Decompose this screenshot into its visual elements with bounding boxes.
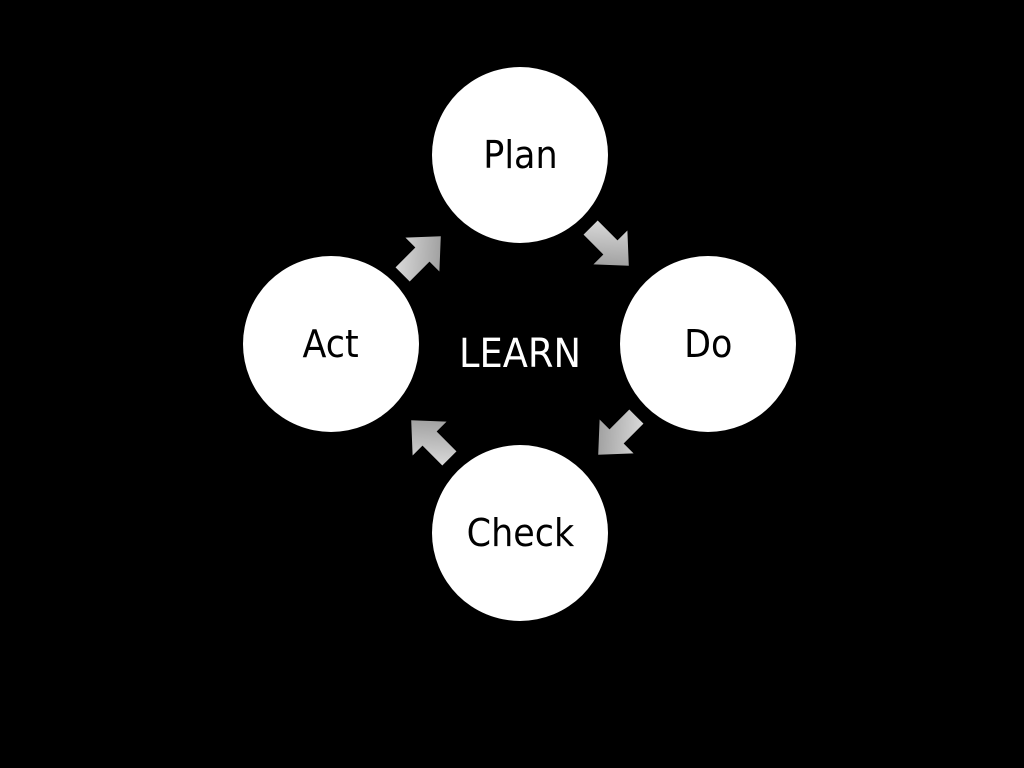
node-check: Check [432, 445, 608, 621]
node-check-label: Check [466, 511, 574, 555]
node-plan: Plan [432, 67, 608, 243]
arrow-plan-to-do-icon [577, 214, 641, 278]
arrow-act-to-plan-icon [389, 224, 453, 288]
node-act: Act [243, 256, 419, 432]
node-plan-label: Plan [482, 133, 558, 177]
node-act-label: Act [302, 322, 360, 366]
arrow-check-to-act-icon [399, 408, 463, 472]
node-do: Do [620, 256, 796, 432]
node-do-label: Do [683, 322, 733, 366]
arrow-do-to-check-icon [586, 403, 650, 467]
center-label-learn: LEARN [458, 331, 582, 377]
